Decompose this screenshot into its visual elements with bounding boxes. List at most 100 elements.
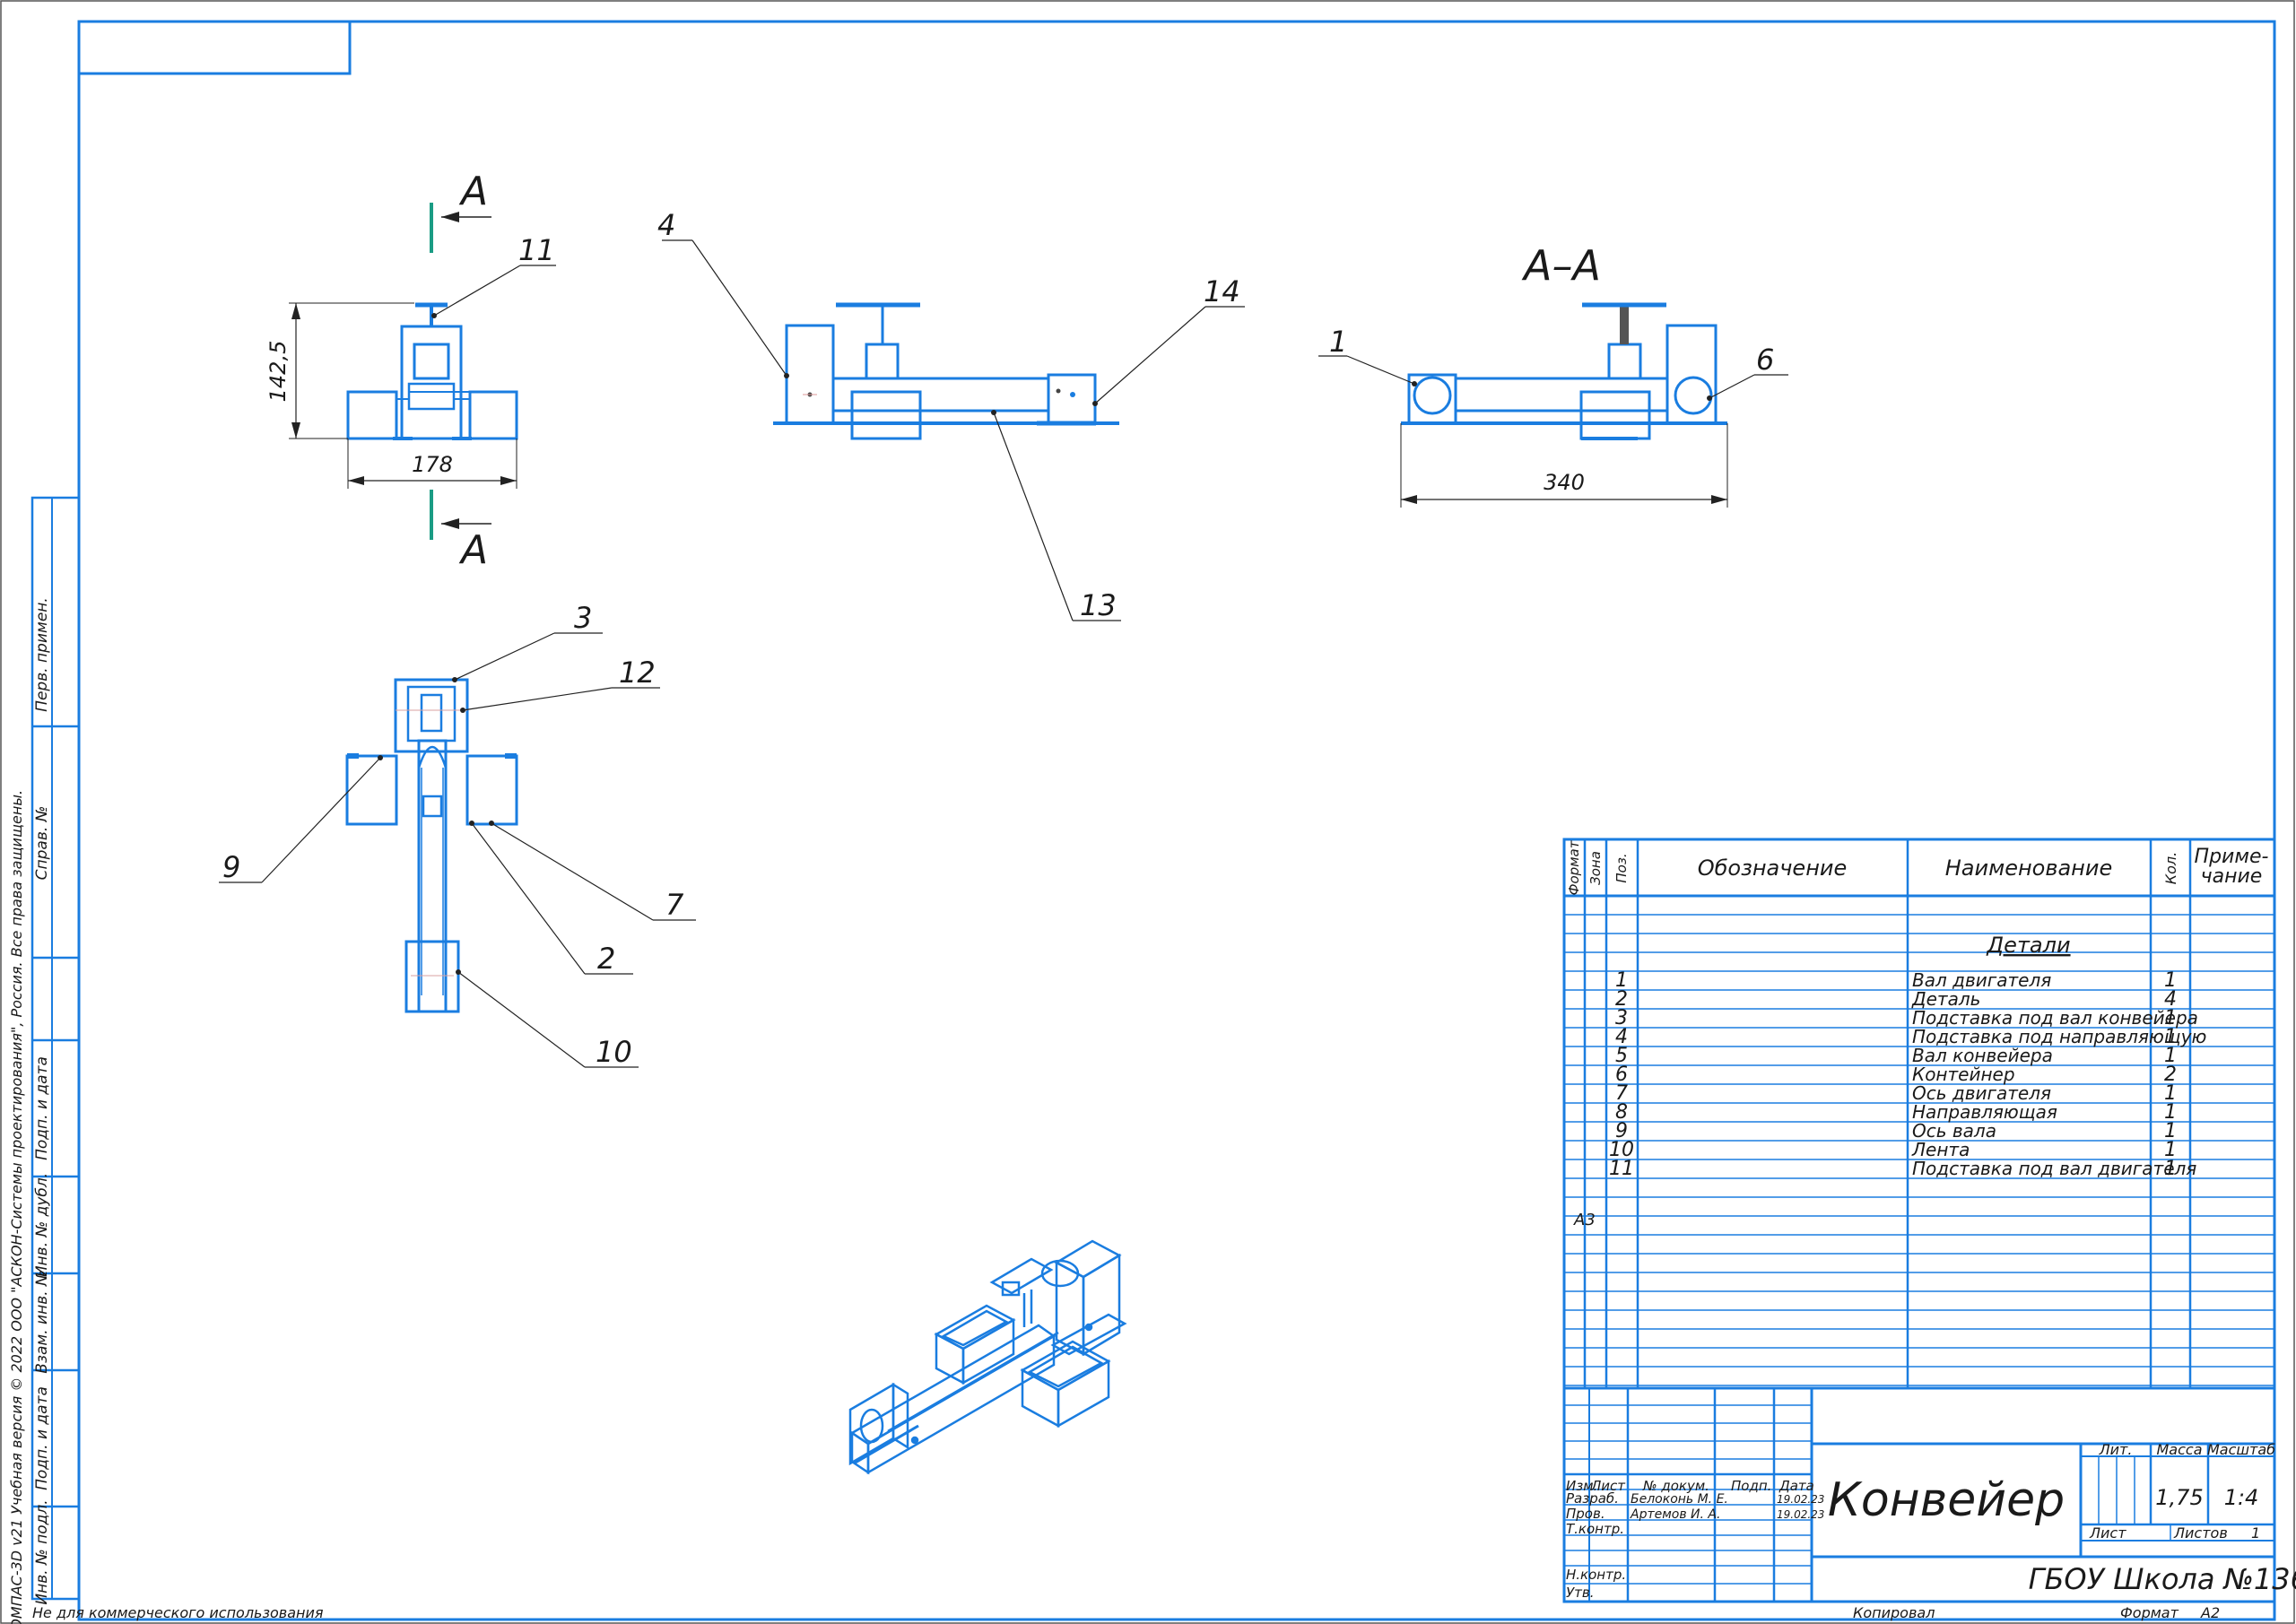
spec-row-pos: 3 — [1615, 1007, 1628, 1029]
tb-organization: ГБОУ Школа №1363 — [2029, 1562, 2296, 1596]
spec-row-name: Лента — [1911, 1139, 1970, 1160]
spec-row-name: Подставка под направляющую — [1912, 1026, 2206, 1047]
top-view: 3 12 9 7 2 10 — [219, 601, 696, 1069]
tb-izm: Изм. — [1566, 1478, 1597, 1494]
spec-row-qty: 1 — [2164, 1101, 2177, 1124]
callout-11: 11 — [518, 233, 555, 267]
callout-6: 6 — [1756, 343, 1774, 377]
title-block: Изм. Лист № докум. Подп. Дата Разраб. Бе… — [1562, 1386, 2296, 1603]
tb-utv: Утв. — [1566, 1585, 1595, 1601]
tb-list: Лист — [1590, 1478, 1626, 1494]
callout-9: 9 — [222, 850, 240, 884]
side-view: 4 14 13 — [657, 208, 1245, 622]
spec-row-name: Контейнер — [1912, 1064, 2015, 1085]
spec-row-pos: 10 — [1609, 1139, 1634, 1161]
spec-row-qty: 1 — [2164, 969, 2177, 992]
spec-row-pos: 6 — [1615, 1064, 1628, 1086]
left-strip: Перв. примен. Справ. № Подп. и дата Инв.… — [8, 496, 81, 1624]
footer-noncommercial: Не для коммерческого использования — [32, 1604, 324, 1621]
spec-row-name: Направляющая — [1912, 1101, 2057, 1123]
spec-row-qty: 1 — [2164, 1158, 2177, 1180]
tb-prov-name: Артемов И. А. — [1630, 1507, 1720, 1522]
tb-razrab: Разраб. — [1566, 1490, 1619, 1507]
specification-table: Формат Зона Поз. Обозначение Наименовани… — [1562, 838, 2276, 1390]
spec-row-pos: 5 — [1615, 1045, 1628, 1067]
callout-1: 1 — [1329, 325, 1347, 359]
tb-massa: Масса — [2156, 1441, 2202, 1458]
tb-tkontr: Т.контр. — [1566, 1521, 1624, 1537]
header-note: Приме-чание — [2195, 846, 2269, 888]
callout-7: 7 — [665, 888, 684, 922]
section-title: Детали — [1986, 933, 2070, 958]
tb-prov: Пров. — [1566, 1506, 1605, 1522]
spec-row-qty: 1 — [2164, 1120, 2177, 1142]
drawing-frame — [77, 20, 2276, 1621]
strip-sprav: Справ. № — [33, 806, 51, 881]
spec-row-qty: 1 — [2164, 1007, 2177, 1029]
spec-row-name: Деталь — [1911, 988, 1980, 1010]
section-mark-top: A — [458, 169, 488, 214]
spec-row-name: Подставка под вал двигателя — [1912, 1158, 2196, 1179]
spec-row-qty: 4 — [2164, 988, 2177, 1011]
footer-format-value: А2 — [2200, 1604, 2220, 1621]
dim-width: 178 — [412, 452, 453, 477]
callout-3: 3 — [574, 601, 592, 635]
spec-row-qty: 2 — [2164, 1064, 2177, 1086]
tb-lit: Лит. — [2099, 1441, 2133, 1458]
spec-row-name: Вал двигателя — [1912, 969, 2051, 991]
spec-row-pos: 1 — [1615, 969, 1628, 992]
spec-row-pos: 2 — [1615, 988, 1628, 1011]
front-view: A A 11 142,5 178 — [265, 169, 556, 573]
callout-14: 14 — [1204, 274, 1240, 308]
dim-length: 340 — [1544, 470, 1585, 495]
tb-sheet: Лист — [2089, 1524, 2126, 1541]
spec-row-qty: 1 — [2164, 1045, 2177, 1067]
tb-scale-value: 1:4 — [2224, 1485, 2259, 1510]
tb-masshtab: Масштаб — [2207, 1441, 2275, 1458]
callout-2: 2 — [597, 942, 615, 976]
spec-row-name: Ось двигателя — [1912, 1082, 2051, 1104]
strip-podp-data-1: Подп. и дата — [33, 1056, 51, 1160]
footer-format: Формат — [2120, 1604, 2179, 1621]
copyright-text: КОМПАС-3D v21 Учебная версия © 2022 ООО … — [8, 790, 25, 1624]
tb-prov-date: 19.02.23 — [1777, 1508, 1824, 1521]
tb-razrab-date: 19.02.23 — [1777, 1493, 1824, 1506]
strip-perv-primen: Перв. примен. — [33, 597, 51, 712]
header-designation: Обозначение — [1698, 855, 1848, 881]
isometric-view — [848, 1239, 1127, 1475]
tb-mass-value: 1,75 — [2155, 1485, 2203, 1510]
section-view: A–A 1 6 340 — [1318, 241, 1788, 508]
callout-12: 12 — [619, 656, 656, 690]
header-format: Формат — [1566, 839, 1582, 895]
header-zone: Зона — [1587, 851, 1604, 885]
header-qty: Кол. — [2162, 852, 2179, 884]
header-pos: Поз. — [1613, 853, 1630, 882]
spec-row-pos: 4 — [1615, 1026, 1628, 1048]
callout-13: 13 — [1080, 588, 1117, 622]
tb-razrab-name: Белоконь М. Е. — [1631, 1492, 1728, 1507]
spec-row-qty: 1 — [2164, 1026, 2177, 1048]
format-mark: А3 — [1573, 1211, 1596, 1229]
spec-row-pos: 7 — [1615, 1082, 1628, 1105]
strip-inv-podl: Инв. № подл. — [33, 1499, 51, 1604]
strip-podp-data-2: Подп. и дата — [33, 1386, 51, 1490]
dim-height: 142,5 — [265, 341, 291, 403]
spec-row-pos: 11 — [1609, 1158, 1634, 1180]
footer-kopiroval: Копировал — [1853, 1604, 1935, 1621]
tb-nkontr: Н.контр. — [1566, 1567, 1626, 1583]
tb-sheets: Листов — [2173, 1524, 2228, 1541]
callout-4: 4 — [657, 208, 675, 242]
strip-vzam-inv: Взам. инв. № — [33, 1270, 51, 1373]
tb-ndokum: № докум. — [1642, 1478, 1709, 1494]
spec-row-pos: 8 — [1615, 1101, 1628, 1124]
spec-row-pos: 9 — [1615, 1120, 1628, 1142]
strip-inv-dubl: Инв. № дубл. — [33, 1173, 51, 1277]
top-left-box — [77, 20, 352, 75]
section-view-title: A–A — [1521, 241, 1601, 290]
tb-podp: Подп. — [1731, 1478, 1771, 1494]
spec-row-qty: 1 — [2164, 1082, 2177, 1105]
callout-10: 10 — [596, 1035, 632, 1069]
spec-row-name: Ось вала — [1912, 1120, 1996, 1142]
spec-row-name: Вал конвейера — [1912, 1045, 2053, 1066]
